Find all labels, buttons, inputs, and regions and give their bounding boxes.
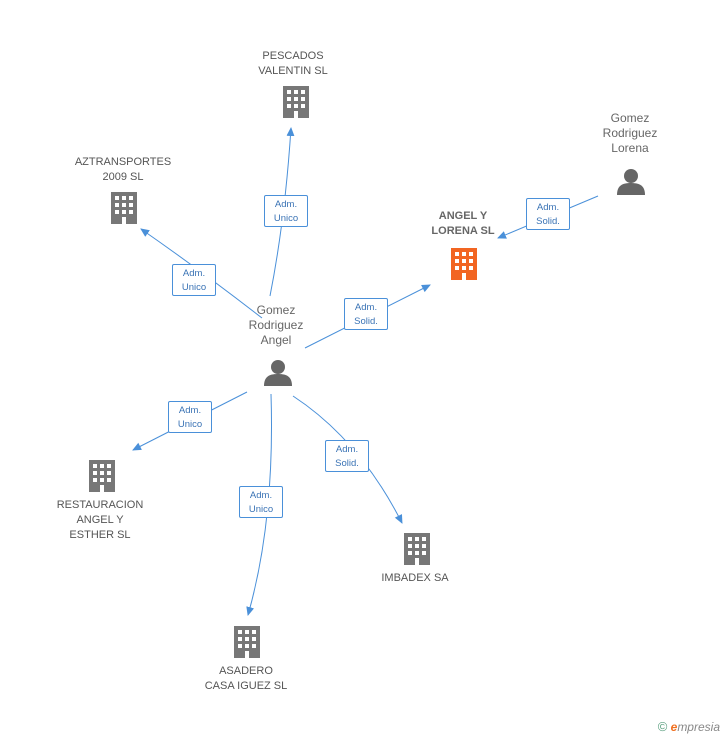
edge-label-aztransportes: Adm. Unico bbox=[172, 264, 216, 296]
building-icon[interactable] bbox=[404, 533, 430, 565]
node-label-aztransportes[interactable]: AZTRANSPORTES 2009 SL bbox=[74, 156, 172, 183]
node-label-gomez-angel[interactable]: Gomez Rodriguez Angel bbox=[248, 303, 304, 347]
building-icon[interactable] bbox=[111, 192, 137, 224]
node-label-pescados[interactable]: PESCADOS VALENTIN SL bbox=[258, 50, 328, 77]
building-icon[interactable] bbox=[234, 626, 260, 658]
edge-label-imbadex: Adm. Solid. bbox=[325, 440, 369, 472]
edge-label-lorena: Adm. Solid. bbox=[526, 198, 570, 230]
edge-label-restauracion: Adm. Unico bbox=[168, 401, 212, 433]
edge-label-asadero: Adm. Unico bbox=[239, 486, 283, 518]
person-icon[interactable] bbox=[264, 360, 292, 386]
node-label-angel-lorena[interactable]: ANGEL Y LORENA SL bbox=[431, 210, 495, 237]
building-icon[interactable] bbox=[89, 460, 115, 492]
brand-logo-text: mpresia bbox=[677, 720, 720, 734]
copyright-icon: © bbox=[657, 719, 668, 734]
brand-logo-initial: e bbox=[670, 720, 678, 734]
brand-footer: © empresia bbox=[658, 719, 720, 734]
node-label-restauracion[interactable]: RESTAURACION ANGEL Y ESTHER SL bbox=[56, 499, 144, 541]
node-label-imbadex[interactable]: IMBADEX SA bbox=[381, 572, 449, 584]
node-label-asadero[interactable]: ASADERO CASA IGUEZ SL bbox=[204, 665, 288, 692]
building-icon[interactable] bbox=[451, 248, 477, 280]
person-icon[interactable] bbox=[617, 169, 645, 195]
edge-label-angel-lorena: Adm. Solid. bbox=[344, 298, 388, 330]
edge-label-pescados: Adm. Unico bbox=[264, 195, 308, 227]
building-icon[interactable] bbox=[283, 86, 309, 118]
node-label-gomez-lorena[interactable]: Gomez Rodriguez Lorena bbox=[602, 111, 658, 155]
